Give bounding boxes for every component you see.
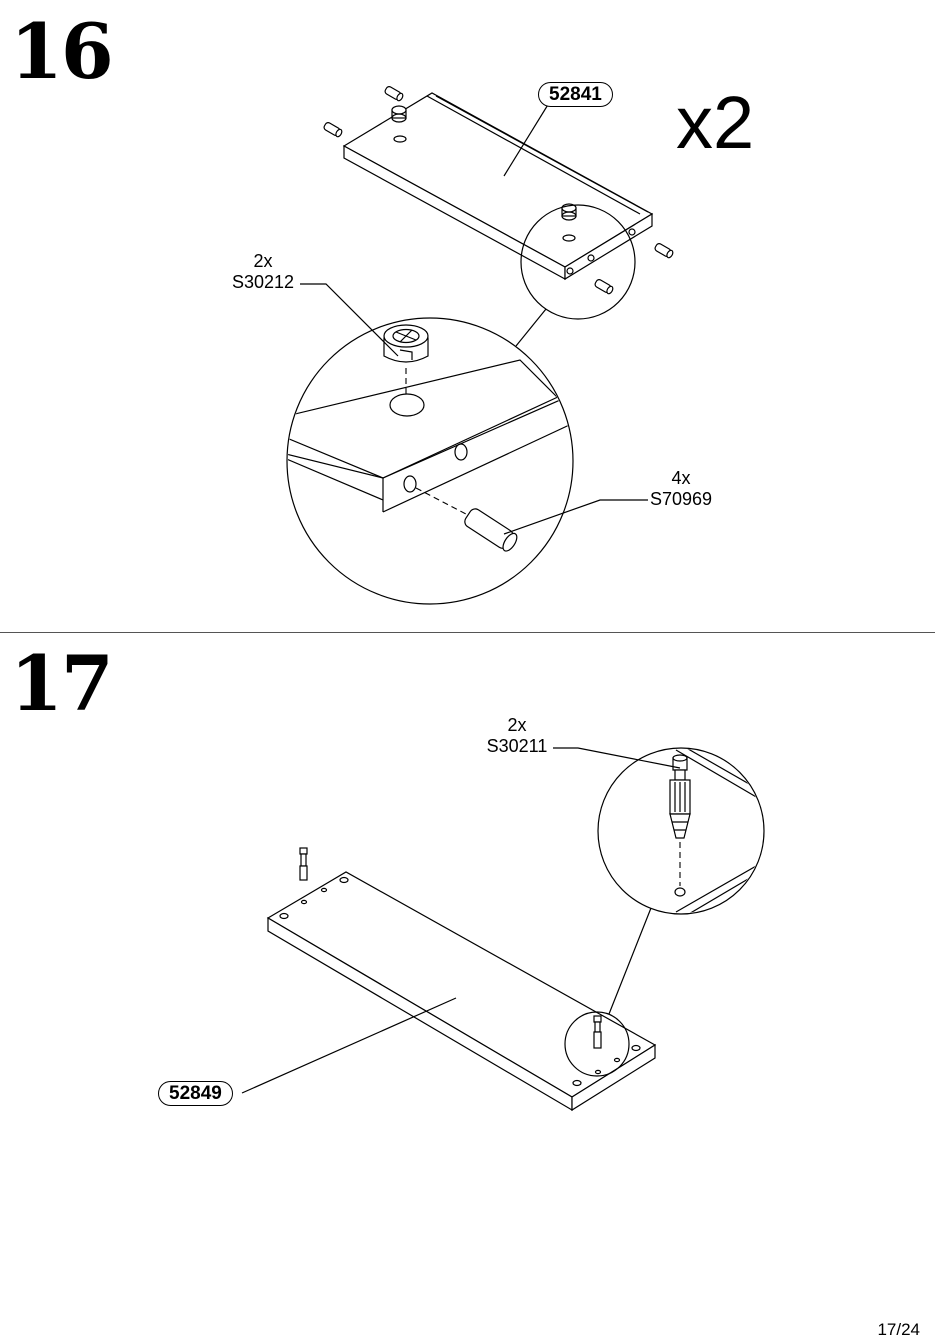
fitting-label-s30211: 2x S30211 [480,715,554,757]
page-number: 17/24 [877,1320,920,1340]
fitting-count: 2x [480,715,554,736]
panel-52849-drawing [242,872,655,1110]
fitting-label-s30212: 2x S30212 [226,251,300,293]
fitting-label-s70969: 4x S70969 [644,468,718,510]
fitting-count: 2x [226,251,300,272]
part-code-badge-52841: 52841 [538,82,613,107]
fitting-code: S70969 [644,489,718,510]
fitting-code: S30212 [226,272,300,293]
fitting-code: S30211 [480,736,554,757]
detail-zoom-17 [598,746,770,918]
fitting-count: 4x [644,468,718,489]
panel-52841-drawing [344,93,652,279]
part-code-badge-52849: 52849 [158,1081,233,1106]
quantity-label: x2 [676,86,754,160]
detail-zoom-16 [270,318,580,604]
